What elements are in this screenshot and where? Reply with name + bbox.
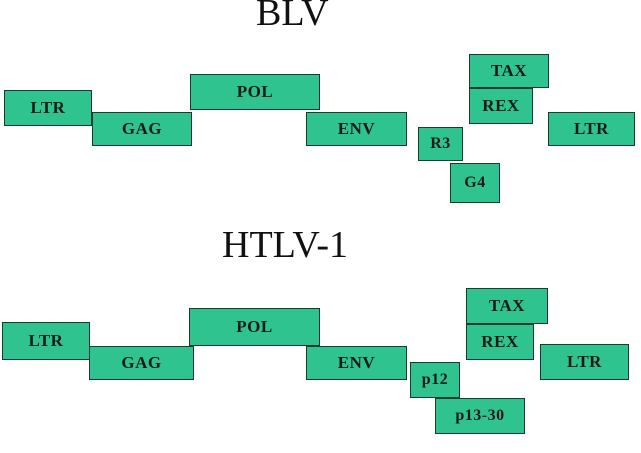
htlv1-ltr5-box: LTR	[2, 322, 90, 360]
htlv1-env-box: ENV	[306, 346, 407, 380]
blv-ltr3-box: LTR	[548, 112, 635, 146]
blv-r3-box: R3	[418, 127, 463, 161]
htlv1-title: HTLV-1	[222, 224, 348, 266]
blv-ltr5-box: LTR	[4, 90, 92, 126]
htlv1-gag-box: GAG	[89, 346, 194, 380]
blv-gag-box: GAG	[92, 112, 192, 146]
blv-tax-box: TAX	[469, 54, 549, 88]
blv-pol-box: POL	[190, 74, 320, 110]
htlv1-rex-box: REX	[466, 324, 534, 360]
htlv1-p13-30-box: p13-30	[435, 398, 525, 434]
htlv1-p12-box: p12	[410, 362, 460, 398]
htlv1-ltr3-box: LTR	[540, 344, 629, 380]
blv-rex-box: REX	[469, 88, 533, 124]
htlv1-tax-box: TAX	[466, 288, 548, 324]
blv-env-box: ENV	[306, 112, 407, 146]
blv-g4-box: G4	[450, 163, 500, 203]
blv-title: BLV	[256, 0, 329, 34]
htlv1-pol-box: POL	[189, 308, 320, 346]
